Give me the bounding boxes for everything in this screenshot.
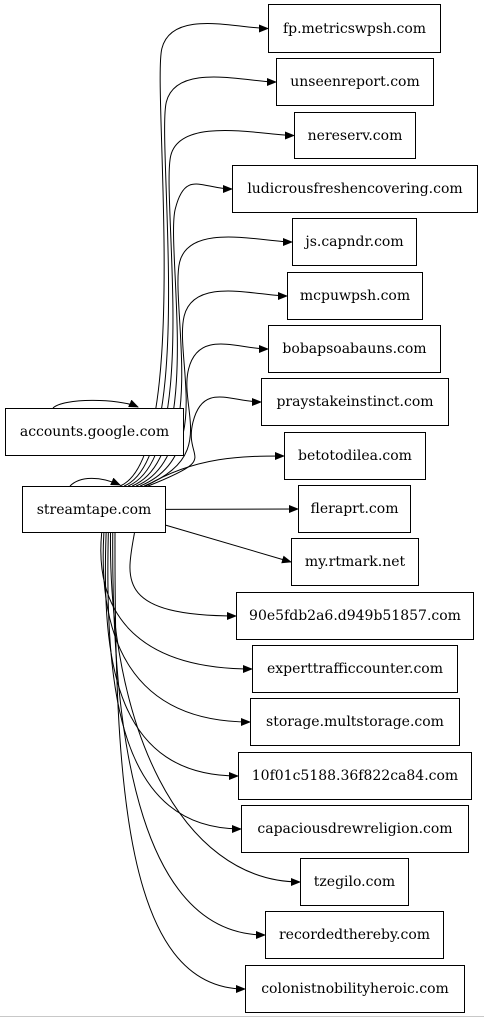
node-label: ludicrousfreshencovering.com [247,181,463,197]
source-node-streamtape: streamtape.com [22,486,166,533]
bottom-divider [0,1016,484,1017]
edge-streamtape-to-t6 [143,343,269,487]
node-label: nereserv.com [307,127,403,144]
node-label: betotodilea.com [298,448,412,464]
node-label: praystakeinstinct.com [276,394,434,410]
source-node-accounts: accounts.google.com [5,408,184,456]
target-node-16: tzegilo.com [300,858,409,906]
node-label: fp.metricswpsh.com [282,20,427,37]
edge-streamtape-to-t13 [102,532,251,726]
self-loop-edge-streamtape [69,477,121,487]
node-label: capaciousdrewreligion.com [257,821,453,837]
target-node-4: js.capndr.com [292,218,417,266]
edge-streamtape-to-t17 [112,532,266,939]
target-node-0: fp.metricswpsh.com [268,4,441,53]
edge-streamtape-to-t18 [114,532,246,993]
node-label: fleraprt.com [310,501,399,517]
target-node-8: betotodilea.com [284,432,426,480]
target-node-5: mcpuwpsh.com [287,272,423,320]
node-label: experttrafficcounter.com [266,661,444,677]
edge-streamtape-to-t11 [129,532,237,620]
target-node-1: unseenreport.com [276,58,434,106]
node-label: 10f01c5188.36f822ca84.com [251,768,459,784]
edge-streamtape-to-t8 [145,452,285,487]
edge-streamtape-to-t14 [104,532,239,780]
target-node-15: capaciousdrewreligion.com [241,805,469,853]
node-label: mcpuwpsh.com [299,288,411,304]
target-node-6: bobapsoabauns.com [268,325,441,373]
target-node-10: my.rtmark.net [291,538,419,586]
self-loop-edge-accounts [52,399,139,409]
node-label: accounts.google.com [19,424,170,440]
node-label: colonistnobilityheroic.com [261,981,449,997]
target-node-11: 90e5fdb2a6.d949b51857.com [236,592,474,640]
node-label: 90e5fdb2a6.d949b51857.com [249,608,461,624]
node-label: js.capndr.com [305,234,404,250]
node-label: unseenreport.com [290,74,420,90]
edge-streamtape-to-t15 [107,532,242,833]
target-node-12: experttrafficcounter.com [252,645,458,693]
node-label: storage.multstorage.com [266,714,444,730]
target-node-7: praystakeinstinct.com [261,378,449,426]
node-label: bobapsoabauns.com [282,341,427,357]
node-label: my.rtmark.net [304,554,406,570]
edge-streamtape-to-t12 [100,532,253,673]
target-node-13: storage.multstorage.com [250,698,460,746]
target-node-14: 10f01c5188.36f822ca84.com [238,752,472,800]
node-label: tzegilo.com [313,874,396,890]
node-label: streamtape.com [36,501,152,518]
target-node-2: nereserv.com [294,112,416,159]
target-node-18: colonistnobilityheroic.com [245,965,465,1013]
target-node-17: recordedthereby.com [265,911,444,959]
target-node-9: fleraprt.com [298,485,411,533]
node-label: recordedthereby.com [278,927,431,943]
edge-streamtape-to-t10 [165,524,292,564]
target-node-3: ludicrousfreshencovering.com [232,165,478,213]
